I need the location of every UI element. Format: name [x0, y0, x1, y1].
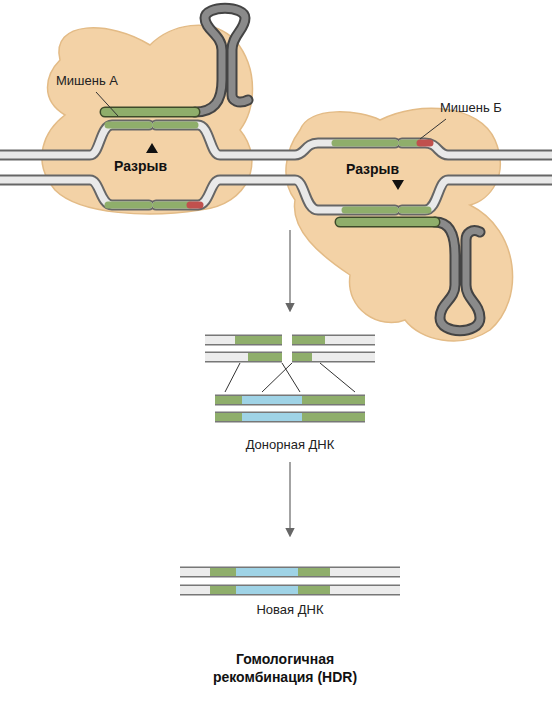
- part-label: Мишень Б: [440, 101, 502, 116]
- part-label: Новая ДНК: [256, 603, 323, 618]
- caption: Гомологичная рекомбинация (HDR): [200, 650, 370, 686]
- break-label: Разрыв: [346, 161, 399, 177]
- part-label: Мишень А: [56, 74, 118, 89]
- break-label: Разрыв: [114, 158, 167, 174]
- part-label: Донорная ДНК: [246, 438, 335, 453]
